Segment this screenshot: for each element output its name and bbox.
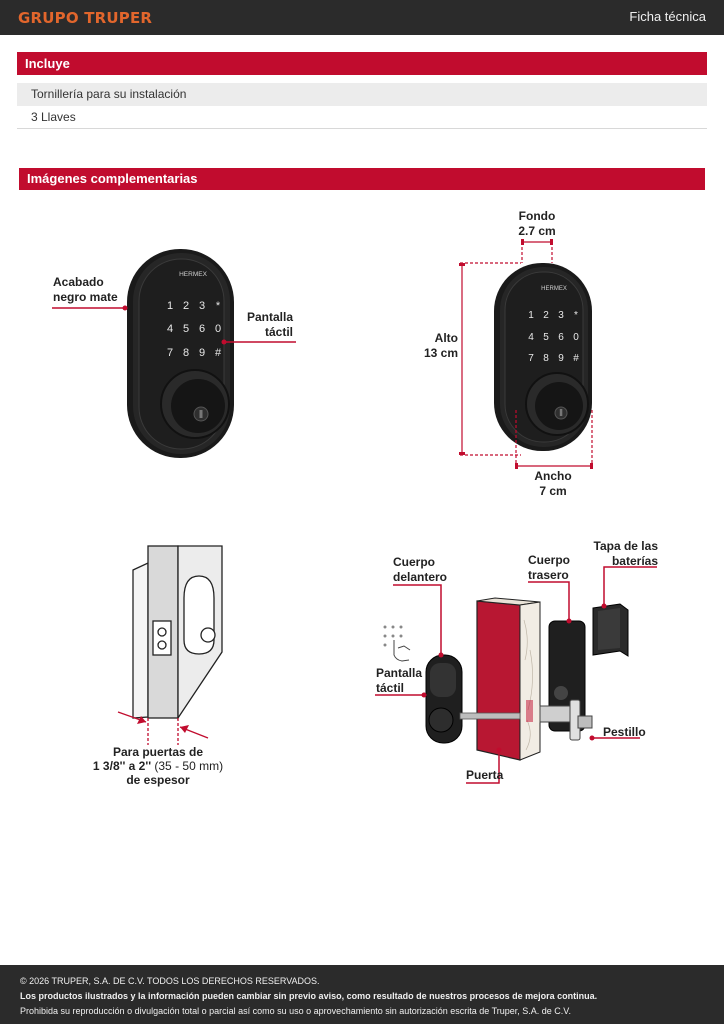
exploded-installation-view	[375, 566, 657, 784]
keypad-key: 2	[543, 310, 549, 321]
keypad-key: *	[216, 300, 221, 312]
keypad-key: 1	[167, 300, 173, 312]
keypad-key: #	[573, 353, 579, 364]
keypad-key: #	[215, 347, 222, 359]
notice-text: Los productos ilustrados y la informació…	[20, 991, 598, 1001]
keypad-key: 8	[183, 347, 189, 359]
images-header: Imágenes complementarias	[19, 168, 705, 190]
door-thickness-illustration	[132, 545, 223, 721]
keypad-key: 2	[183, 300, 189, 312]
keypad-key: 3	[199, 300, 205, 312]
keypad-key: 6	[199, 323, 205, 335]
includes-header: Incluye	[17, 52, 707, 75]
keypad-key: 3	[558, 310, 564, 321]
keypad-key: 4	[528, 332, 534, 343]
latch-label: Pestillo	[603, 725, 646, 739]
keypad-key: 9	[199, 347, 205, 359]
includes-item: 3 Llaves	[17, 106, 707, 129]
keypad-key: 7	[528, 353, 534, 364]
keypad-key: 8	[543, 353, 549, 364]
keypad-key: 5	[183, 323, 189, 335]
keypad-key: 7	[167, 347, 173, 359]
keypad-key: 0	[573, 332, 579, 343]
keypad-key: 5	[543, 332, 549, 343]
keypad-key: 0	[215, 323, 221, 335]
brand-logo: GRUPO TRUPER	[18, 9, 153, 27]
lock-brand-text: HERMEX	[541, 286, 567, 292]
prohibition-text: Prohibida su reproducción o divulgación …	[20, 1006, 571, 1016]
document-type: Ficha técnica	[629, 9, 706, 24]
includes-item: Tornillería para su instalación	[17, 83, 707, 106]
door-fit-label: Para puertas de 1 3/8'' a 2'' (35 - 50 m…	[92, 745, 224, 787]
lock-brand-text: HERMEX	[179, 271, 207, 278]
door-label: Puerta	[466, 768, 504, 782]
keypad-key: 6	[558, 332, 564, 343]
keypad-key: 4	[167, 323, 173, 335]
keypad-key: *	[574, 310, 578, 321]
top-bar: GRUPO TRUPER Ficha técnica	[0, 0, 724, 35]
keypad-key: 9	[558, 353, 564, 364]
copyright-text: © 2026 TRUPER, S.A. DE C.V. TODOS LOS DE…	[20, 976, 320, 986]
keypad-key: 1	[528, 310, 534, 321]
footer: © 2026 TRUPER, S.A. DE C.V. TODOS LOS DE…	[0, 965, 724, 1024]
